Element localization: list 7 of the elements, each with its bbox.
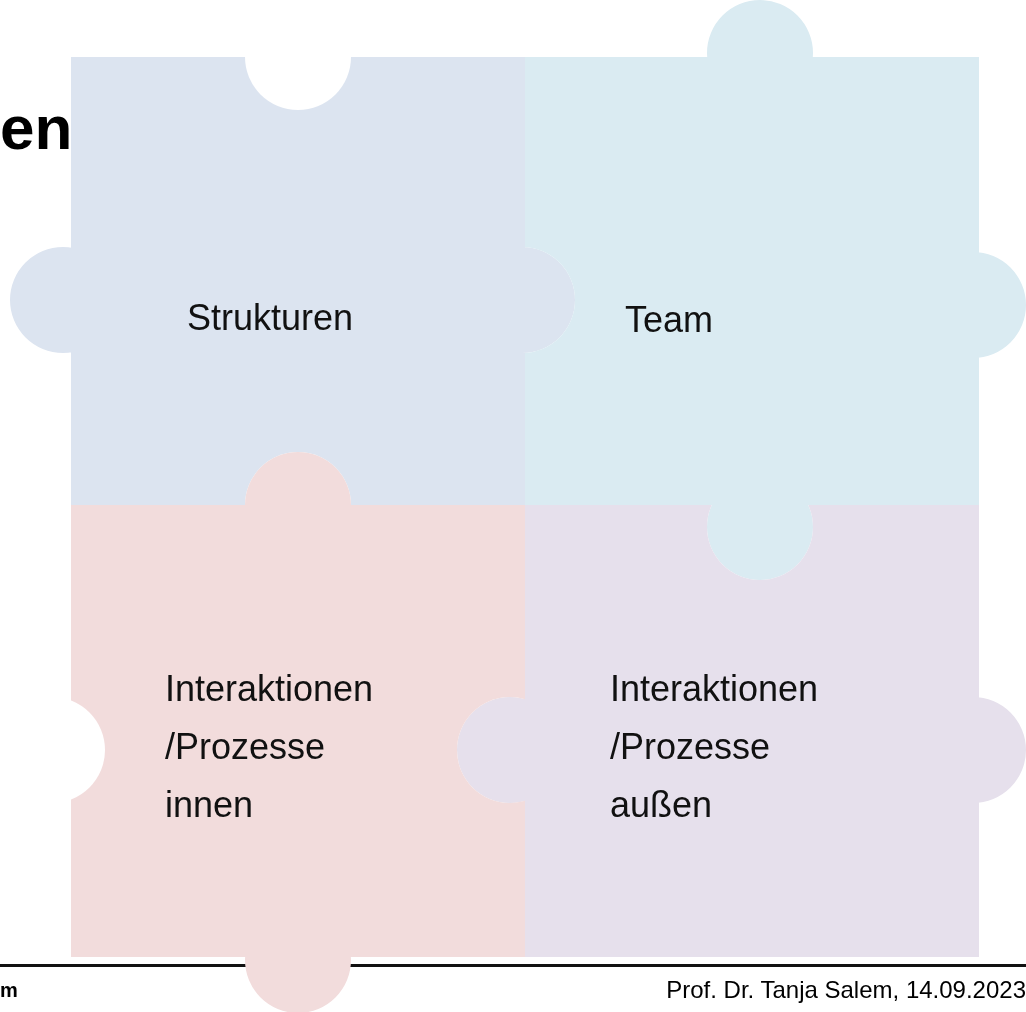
piece-label: Interaktionen /Prozesse außen — [610, 667, 820, 827]
piece-label: Team — [625, 298, 715, 342]
author-date: Prof. Dr. Tanja Salem, 14.09.2023 — [666, 975, 1026, 1005]
piece-label: Strukturen — [187, 296, 355, 340]
footer-text: m — [0, 978, 18, 1002]
piece-label: Interaktionen /Prozesse innen — [165, 667, 375, 827]
slide-title: en — [0, 92, 73, 164]
